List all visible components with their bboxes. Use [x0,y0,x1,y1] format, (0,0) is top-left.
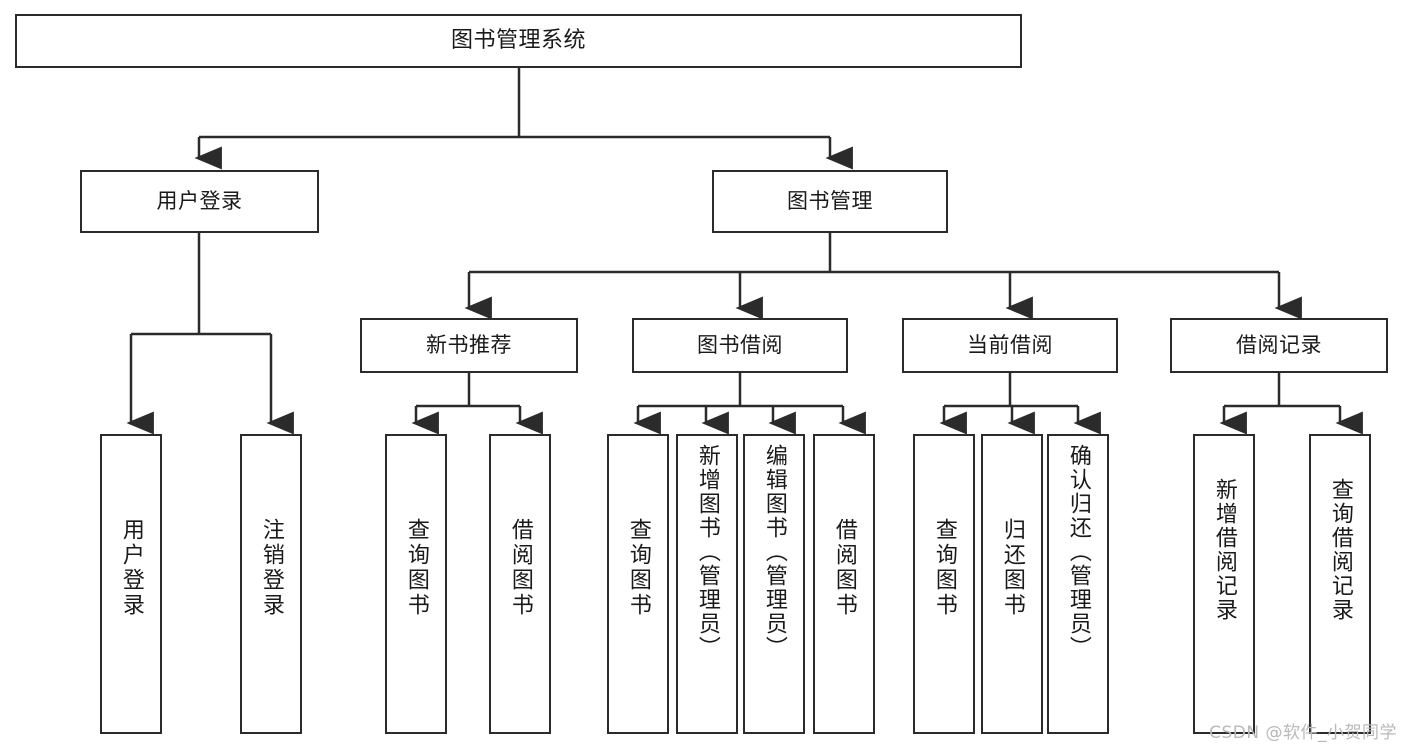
node-root-system-label: 图书管理系统 [450,28,586,54]
node-leaf-borrow-book-2-label: 借阅图书 [831,518,857,618]
node-leaf-edit-book[interactable]: 编辑图书（管理员） [743,434,805,734]
node-leaf-borrow-book-1[interactable]: 借阅图书 [489,434,551,734]
node-leaf-query-book-1-label: 查询图书 [403,518,429,618]
node-leaf-confirm-return-label: 确认归还（管理员） [1065,444,1091,660]
node-leaf-add-record-label: 新增借阅记录 [1211,478,1237,622]
node-leaf-return-book-label: 归还图书 [999,518,1025,618]
node-leaf-add-book-label: 新增图书（管理员） [694,444,720,660]
node-book-borrow-label: 图书借阅 [697,333,783,358]
node-leaf-return-book[interactable]: 归还图书 [981,434,1043,734]
node-leaf-user-login[interactable]: 用户登录 [100,434,162,734]
node-leaf-query-record[interactable]: 查询借阅记录 [1309,434,1371,734]
node-book-borrow[interactable]: 图书借阅 [632,318,848,373]
node-leaf-edit-book-label: 编辑图书（管理员） [761,444,787,660]
node-root-system[interactable]: 图书管理系统 [15,14,1022,68]
node-leaf-borrow-book-1-label: 借阅图书 [507,518,533,618]
node-leaf-query-record-label: 查询借阅记录 [1327,478,1353,622]
node-user-login-label: 用户登录 [156,189,243,214]
node-leaf-borrow-book-2[interactable]: 借阅图书 [813,434,875,734]
node-current-borrow-label: 当前借阅 [967,333,1053,358]
csdn-watermark: CSDN @软件_小贺同学 [1209,723,1397,743]
node-user-login[interactable]: 用户登录 [80,170,319,233]
node-new-book-rec[interactable]: 新书推荐 [360,318,578,373]
node-leaf-add-record[interactable]: 新增借阅记录 [1193,434,1255,734]
node-current-borrow[interactable]: 当前借阅 [902,318,1118,373]
node-leaf-add-book[interactable]: 新增图书（管理员） [676,434,738,734]
node-leaf-logout[interactable]: 注销登录 [240,434,302,734]
node-leaf-query-book-3[interactable]: 查询图书 [913,434,975,734]
node-book-manage[interactable]: 图书管理 [712,170,948,233]
node-leaf-query-book-2-label: 查询图书 [625,518,651,618]
node-leaf-query-book-3-label: 查询图书 [931,518,957,618]
node-leaf-user-login-label: 用户登录 [118,518,144,618]
node-leaf-query-book-2[interactable]: 查询图书 [607,434,669,734]
node-new-book-rec-label: 新书推荐 [426,333,512,358]
node-leaf-logout-label: 注销登录 [258,518,284,618]
node-borrow-record-label: 借阅记录 [1236,333,1322,358]
node-borrow-record[interactable]: 借阅记录 [1170,318,1388,373]
node-leaf-query-book-1[interactable]: 查询图书 [385,434,447,734]
node-leaf-confirm-return[interactable]: 确认归还（管理员） [1047,434,1109,734]
node-book-manage-label: 图书管理 [787,189,873,214]
